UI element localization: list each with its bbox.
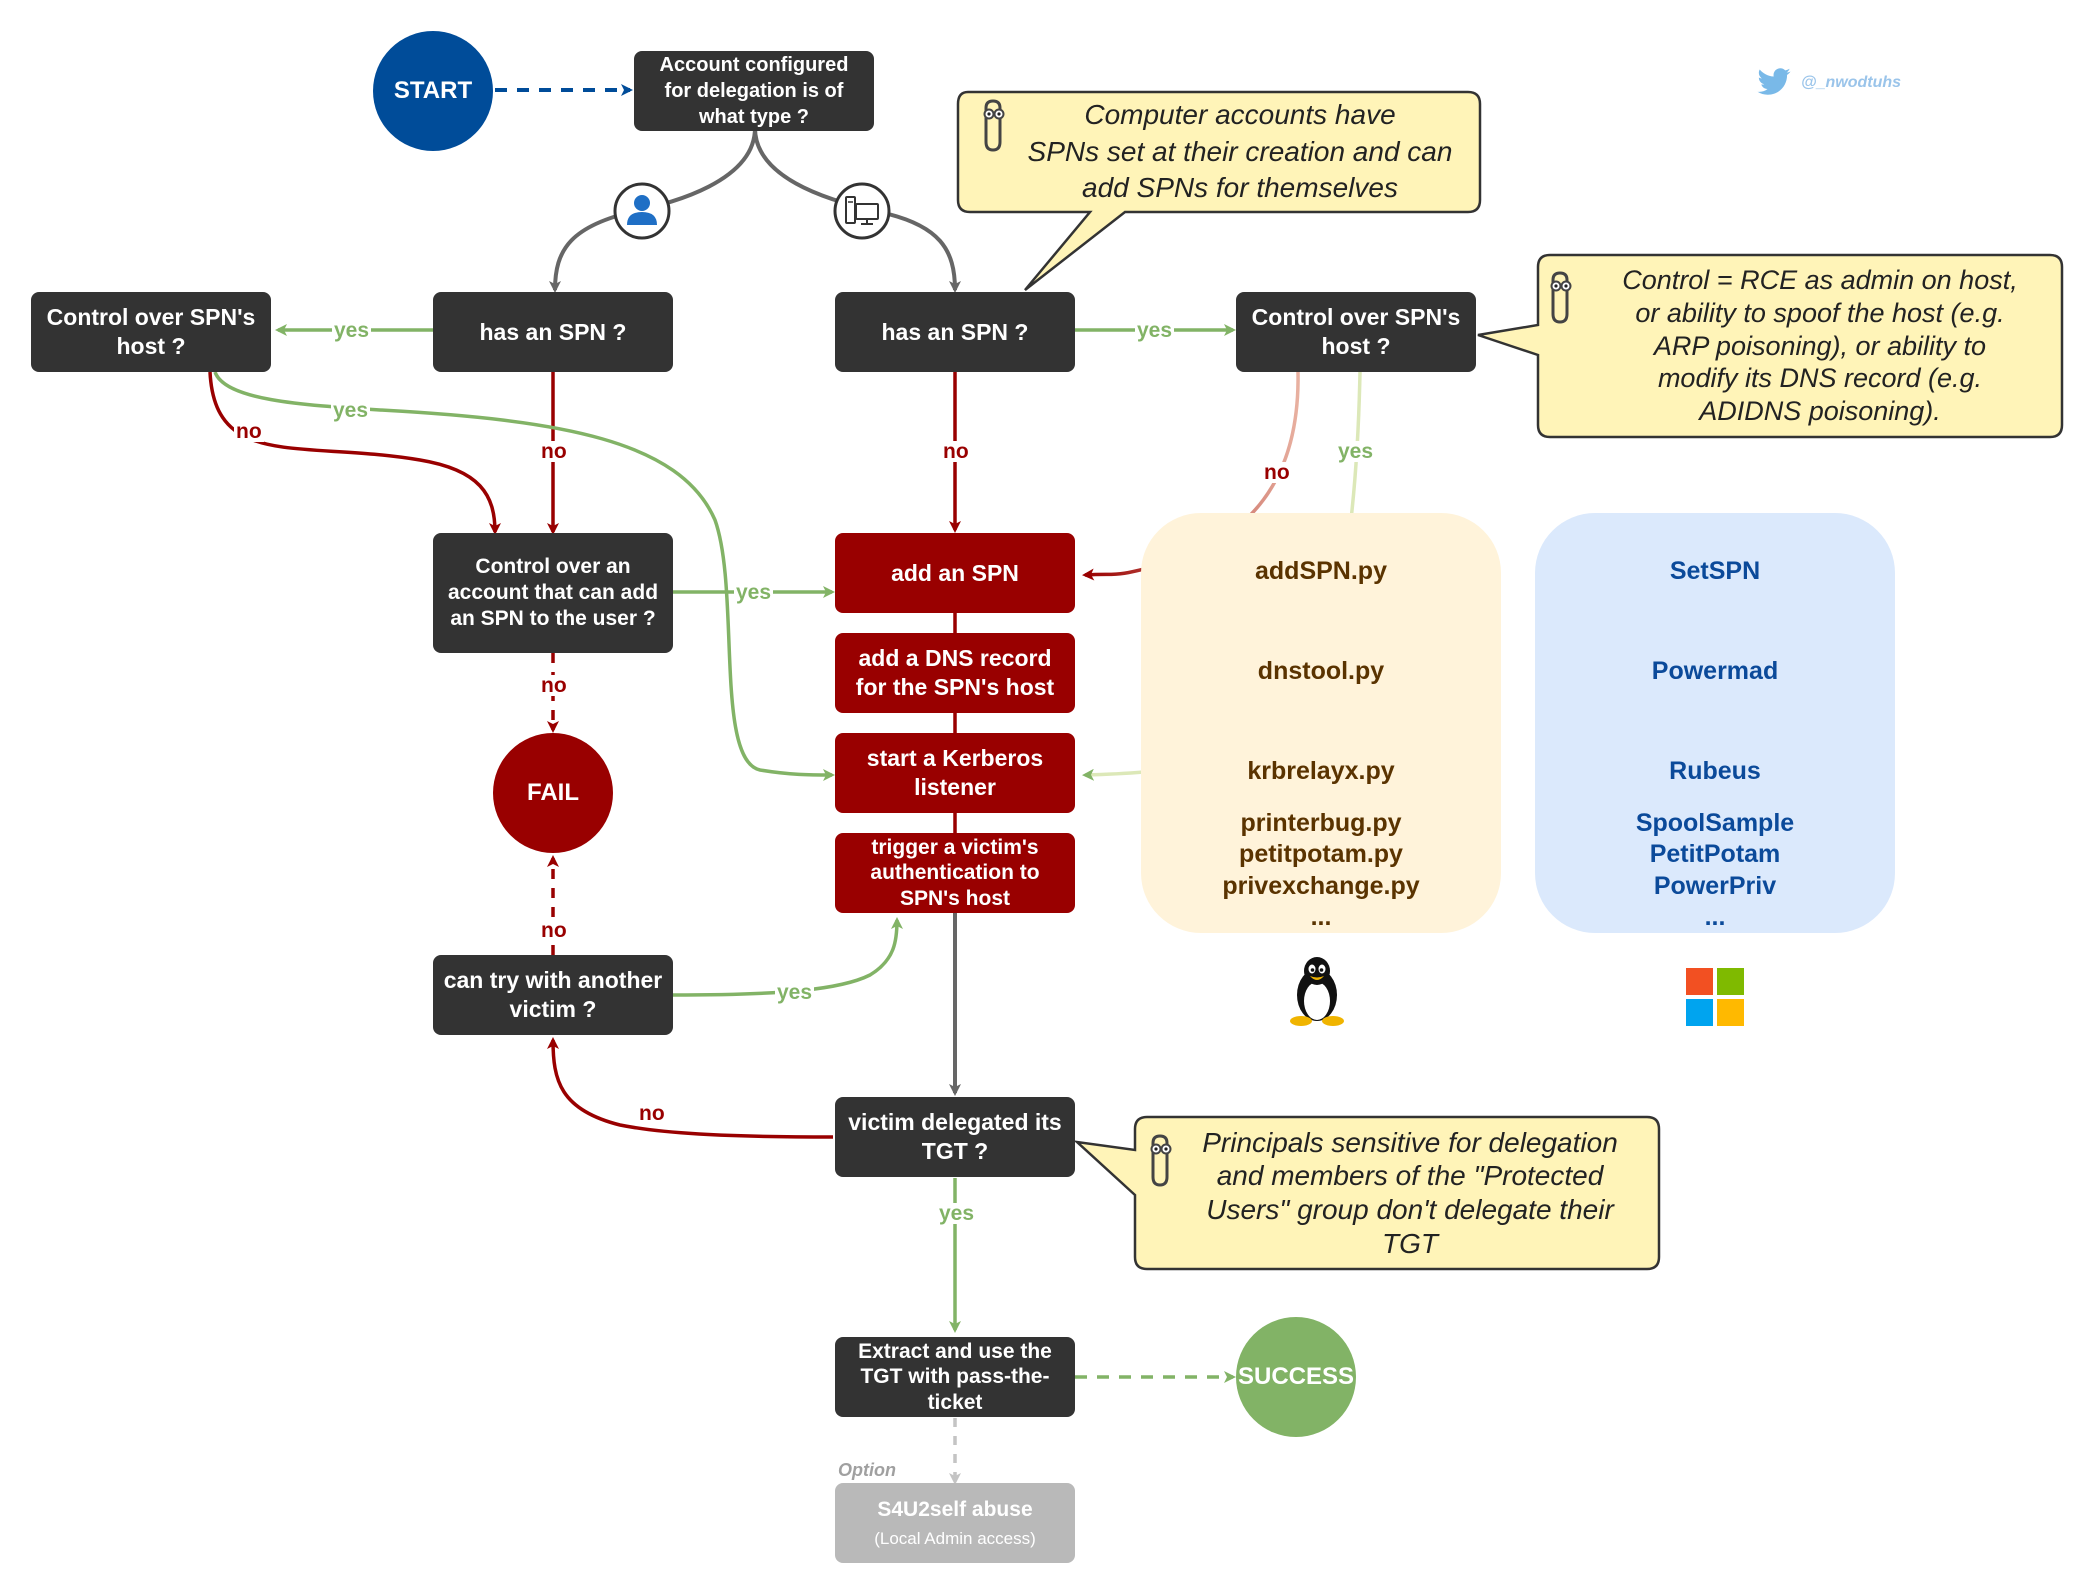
s4u2self-title: S4U2self abuse xyxy=(877,1498,1033,1522)
control-account-add-spn-node: Control over an account that can add an … xyxy=(433,533,673,653)
windows-tool-add-spn: SetSPN xyxy=(1669,557,1761,585)
kerberos-listener-node: start a Kerberos listener xyxy=(835,733,1075,813)
start-node: START xyxy=(373,31,493,151)
linux-tool-listener: krbrelayx.py xyxy=(1247,757,1395,785)
note-sensitive-bubble xyxy=(1073,1115,1661,1271)
label-no-control-account: no xyxy=(539,674,569,697)
linux-penguin-icon xyxy=(1290,957,1344,1026)
label-yes-right-control: yes xyxy=(1336,440,1376,463)
user-has-spn-node: has an SPN ? xyxy=(433,292,673,372)
label-yes-control-account: yes xyxy=(734,581,774,604)
clippy-icon xyxy=(983,99,1005,152)
windows-tool-listener: Rubeus xyxy=(1669,757,1761,785)
computer-has-spn-node: has an SPN ? xyxy=(835,292,1075,372)
linux-tool-dns: dnstool.py xyxy=(1257,657,1385,685)
add-dns-node: add a DNS record for the SPN's host xyxy=(835,633,1075,713)
another-victim-node: can try with another victim ? xyxy=(433,955,673,1035)
label-yes-left-control: yes xyxy=(331,399,371,422)
label-no-right-control: no xyxy=(1262,461,1292,484)
linux-tools-panel xyxy=(1141,513,1501,933)
account-type-node: Account configured for delegation is of … xyxy=(634,51,874,131)
clippy-icon xyxy=(1150,1134,1172,1187)
linux-tool-trigger: printerbug.py petitpotam.py privexchange… xyxy=(1222,809,1420,931)
extract-tgt-node: Extract and use the TGT with pass-the- t… xyxy=(835,1337,1075,1417)
user-icon xyxy=(613,182,671,240)
fail-node: FAIL xyxy=(493,733,613,853)
label-yes-victim-delegated: yes xyxy=(937,1202,977,1225)
label-no-computer-spn: no xyxy=(941,440,971,463)
linux-tool-add-spn: addSPN.py xyxy=(1255,557,1387,585)
windows-tools-panel xyxy=(1535,513,1895,933)
success-node: SUCCESS xyxy=(1236,1317,1356,1437)
label-yes-computer-spn: yes xyxy=(1135,319,1175,342)
note-control-bubble xyxy=(1477,253,2064,439)
label-no-left-control: no xyxy=(234,420,264,443)
computer-icon xyxy=(833,182,891,240)
label-yes-another-victim: yes xyxy=(775,981,815,1004)
right-control-spn-host-node: Control over SPN's host ? xyxy=(1236,292,1476,372)
clippy-icon xyxy=(1550,271,1572,324)
windows-tool-trigger: SpoolSample PetitPotam PowerPriv ... xyxy=(1635,809,1795,931)
twitter-handle: @_nwodtuhs xyxy=(1801,74,1902,91)
left-control-spn-host-node: Control over SPN's host ? xyxy=(31,292,271,372)
label-no-victim-delegated: no xyxy=(637,1102,667,1125)
label-yes-user-spn: yes xyxy=(332,319,372,342)
note-computer-spn-bubble xyxy=(956,90,1482,291)
edge-left-control-no xyxy=(208,371,501,535)
s4u2self-subtitle: (Local Admin access) xyxy=(874,1528,1036,1548)
add-spn-node: add an SPN xyxy=(835,533,1075,613)
trigger-auth-node: trigger a victim's authentication to SPN… xyxy=(835,833,1075,913)
windows-logo-icon xyxy=(1686,968,1744,1026)
s4u2self-node: S4U2self abuse (Local Admin access) xyxy=(835,1483,1075,1563)
edge-victim-delegated-no-another xyxy=(547,1037,834,1139)
label-no-another-victim: no xyxy=(539,919,569,942)
windows-tool-dns: Powermad xyxy=(1651,657,1779,685)
note-sensitive: Principals sensitive for delegation and … xyxy=(1202,1126,1618,1259)
edge-left-control-yes-listener xyxy=(213,371,835,781)
note-computer-spn: Computer accounts have SPNs set at their… xyxy=(1027,99,1453,204)
victim-delegated-node: victim delegated its TGT ? xyxy=(835,1097,1075,1177)
edge-another-victim-yes-trigger xyxy=(672,917,903,997)
option-label: Option xyxy=(838,1460,896,1480)
note-control: Control = RCE as admin on host, or abili… xyxy=(1622,264,2018,427)
twitter-icon xyxy=(1757,68,1791,95)
label-no-user-spn: no xyxy=(539,440,569,463)
